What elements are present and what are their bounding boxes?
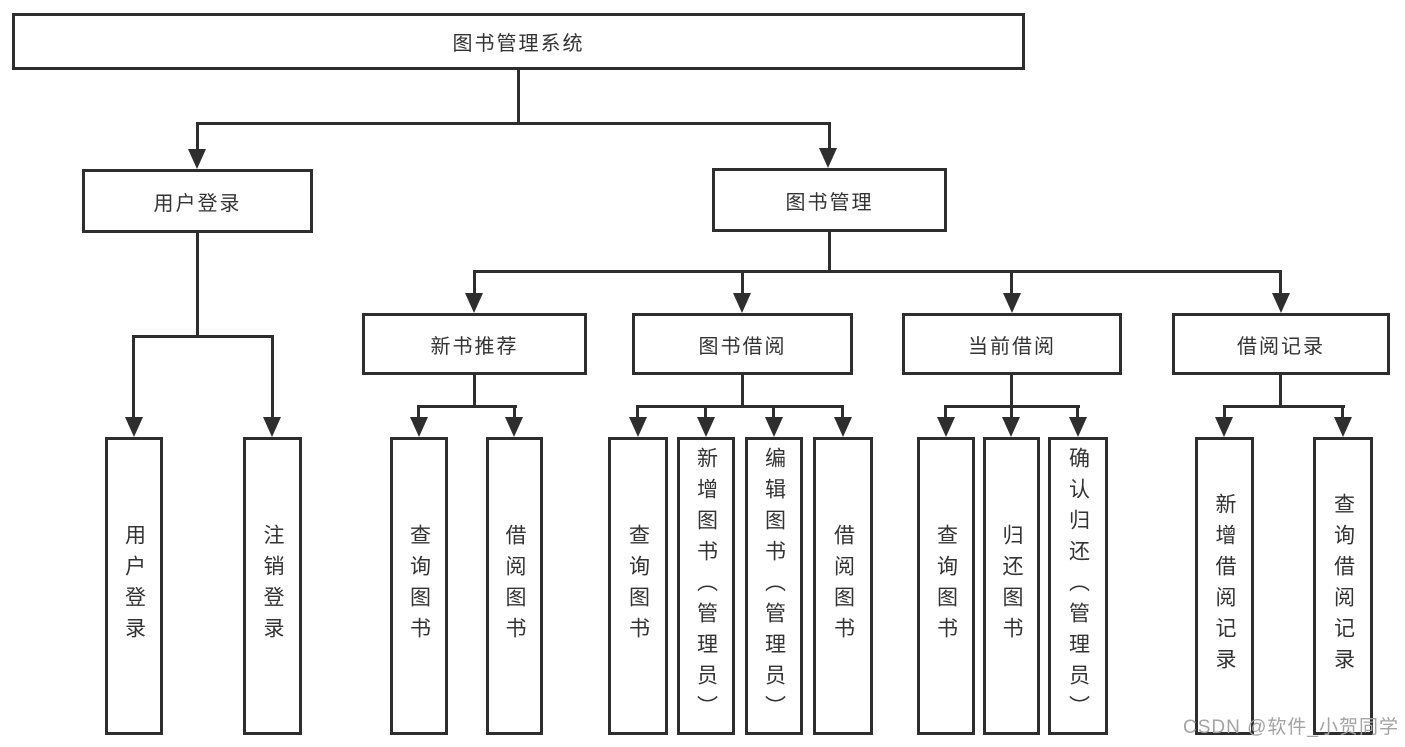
node-current-borrow: 当前借阅 bbox=[902, 313, 1122, 375]
node-label: 图书管理 bbox=[785, 191, 874, 214]
arrowhead-down-icon bbox=[188, 149, 206, 169]
leaf-label: 查询图书 bbox=[626, 524, 650, 648]
arrowhead-down-icon bbox=[465, 293, 483, 313]
leaf-current-query-books: 查询图书 bbox=[917, 437, 975, 735]
node-new-book-recommend: 新书推荐 bbox=[362, 313, 587, 375]
connector-user-login-stem bbox=[196, 233, 199, 338]
leaf-label: 用户登录 bbox=[122, 524, 146, 648]
connector-root-rail bbox=[196, 122, 831, 125]
connector-book-management-rail bbox=[473, 270, 1282, 273]
node-label: 借阅记录 bbox=[1237, 335, 1325, 358]
connector-stem-leaf bbox=[944, 405, 947, 421]
connector-stem-book-management bbox=[828, 122, 831, 152]
connector-stem-leaf bbox=[636, 405, 639, 421]
node-label: 当前借阅 bbox=[968, 335, 1056, 358]
leaf-label: 查询图书 bbox=[407, 524, 431, 648]
leaf-records-add-borrow-record: 新增借阅记录 bbox=[1195, 437, 1254, 735]
leaf-records-query-borrow-record: 查询借阅记录 bbox=[1313, 437, 1373, 735]
leaf-label: 查询图书 bbox=[934, 524, 958, 648]
csdn-watermark: CSDN @软件_小贺同学 bbox=[1183, 717, 1399, 738]
arrowhead-down-icon bbox=[819, 148, 837, 168]
node-user-login: 用户登录 bbox=[82, 169, 313, 233]
leaf-label: 新增借阅记录 bbox=[1213, 493, 1236, 679]
leaf-logout: 注销登录 bbox=[243, 437, 302, 735]
arrowhead-down-icon bbox=[1334, 417, 1352, 437]
leaf-label: 新增图书（管理员） bbox=[694, 446, 718, 726]
connector-stem-leaf bbox=[1223, 405, 1226, 421]
connector-stem-leaf bbox=[1076, 405, 1079, 421]
leaf-borrow-add-books-admin: 新增图书（管理员） bbox=[677, 437, 735, 735]
leaf-label: 确认归还（管理员） bbox=[1066, 446, 1090, 726]
connector-borrow-records-group-stem bbox=[1279, 373, 1282, 408]
leaf-borrow-edit-books-admin: 编辑图书（管理员） bbox=[745, 437, 803, 735]
leaf-label: 借阅图书 bbox=[503, 524, 526, 648]
leaf-recommend-query-books: 查询图书 bbox=[390, 437, 448, 735]
node-label: 新书推荐 bbox=[430, 335, 519, 358]
connector-stem-leaf bbox=[841, 405, 844, 421]
connector-stem-leaf bbox=[417, 405, 420, 421]
connector-stem-leaf bbox=[513, 405, 516, 421]
leaf-label: 归还图书 bbox=[1000, 524, 1023, 648]
leaf-label: 注销登录 bbox=[261, 524, 284, 648]
node-label: 用户登录 bbox=[153, 192, 242, 215]
node-library-management-system: 图书管理系统 bbox=[12, 13, 1025, 70]
connector-stem-book-borrow bbox=[741, 270, 744, 295]
connector-book-borrow-rail bbox=[636, 405, 844, 408]
node-borrow-records: 借阅记录 bbox=[1172, 313, 1390, 375]
connector-user-login-rail bbox=[133, 335, 274, 338]
connector-stem-leaf bbox=[1341, 405, 1344, 421]
node-book-borrow: 图书借阅 bbox=[632, 313, 853, 375]
connector-recommend-rail bbox=[418, 405, 517, 408]
arrowhead-down-icon bbox=[410, 417, 428, 437]
arrowhead-down-icon bbox=[697, 417, 715, 437]
arrowhead-down-icon bbox=[1069, 417, 1087, 437]
arrowhead-down-icon bbox=[263, 417, 281, 437]
connector-recommend-stem bbox=[473, 375, 476, 408]
leaf-label: 借阅图书 bbox=[831, 524, 855, 648]
connector-book-management-stem bbox=[828, 232, 831, 273]
connector-stem-leaf bbox=[772, 405, 775, 421]
leaf-user-login: 用户登录 bbox=[105, 437, 163, 735]
leaf-current-confirm-return-admin: 确认归还（管理员） bbox=[1048, 437, 1108, 735]
leaf-label: 查询借阅记录 bbox=[1331, 493, 1355, 679]
leaf-borrow-borrow-books: 借阅图书 bbox=[813, 437, 873, 735]
node-label: 图书借阅 bbox=[698, 335, 787, 358]
connector-stem-leaf bbox=[704, 405, 707, 421]
node-book-management: 图书管理 bbox=[712, 168, 947, 232]
connector-borrow-records-rail bbox=[1223, 405, 1345, 408]
arrowhead-down-icon bbox=[1002, 417, 1020, 437]
connector-root-stem bbox=[517, 68, 520, 125]
arrowhead-down-icon bbox=[505, 417, 523, 437]
connector-book-borrow-group-stem bbox=[741, 373, 744, 408]
arrowhead-down-icon bbox=[733, 293, 751, 313]
arrowhead-down-icon bbox=[1272, 293, 1290, 313]
connector-stem-leaf bbox=[1010, 405, 1013, 421]
arrowhead-down-icon bbox=[1003, 293, 1021, 313]
connector-stem-leaf-logout bbox=[271, 335, 274, 421]
connector-current-borrow-group-stem bbox=[1010, 375, 1013, 408]
leaf-label: 编辑图书（管理员） bbox=[762, 446, 786, 726]
arrowhead-down-icon bbox=[125, 417, 143, 437]
leaf-recommend-borrow-books: 借阅图书 bbox=[486, 437, 543, 735]
node-label: 图书管理系统 bbox=[452, 33, 585, 55]
connector-stem-leaf-user-login bbox=[132, 335, 135, 421]
arrowhead-down-icon bbox=[629, 417, 647, 437]
arrowhead-down-icon bbox=[937, 417, 955, 437]
connector-stem-current-borrow bbox=[1010, 270, 1013, 295]
connector-stem-new-book-recommend bbox=[473, 270, 476, 295]
arrowhead-down-icon bbox=[1215, 417, 1233, 437]
connector-stem-user-login bbox=[196, 122, 199, 152]
arrowhead-down-icon bbox=[834, 417, 852, 437]
leaf-current-return-books: 归还图书 bbox=[983, 437, 1040, 735]
connector-stem-borrow-records bbox=[1279, 270, 1282, 295]
leaf-borrow-query-books: 查询图书 bbox=[608, 437, 668, 735]
arrowhead-down-icon bbox=[765, 417, 783, 437]
